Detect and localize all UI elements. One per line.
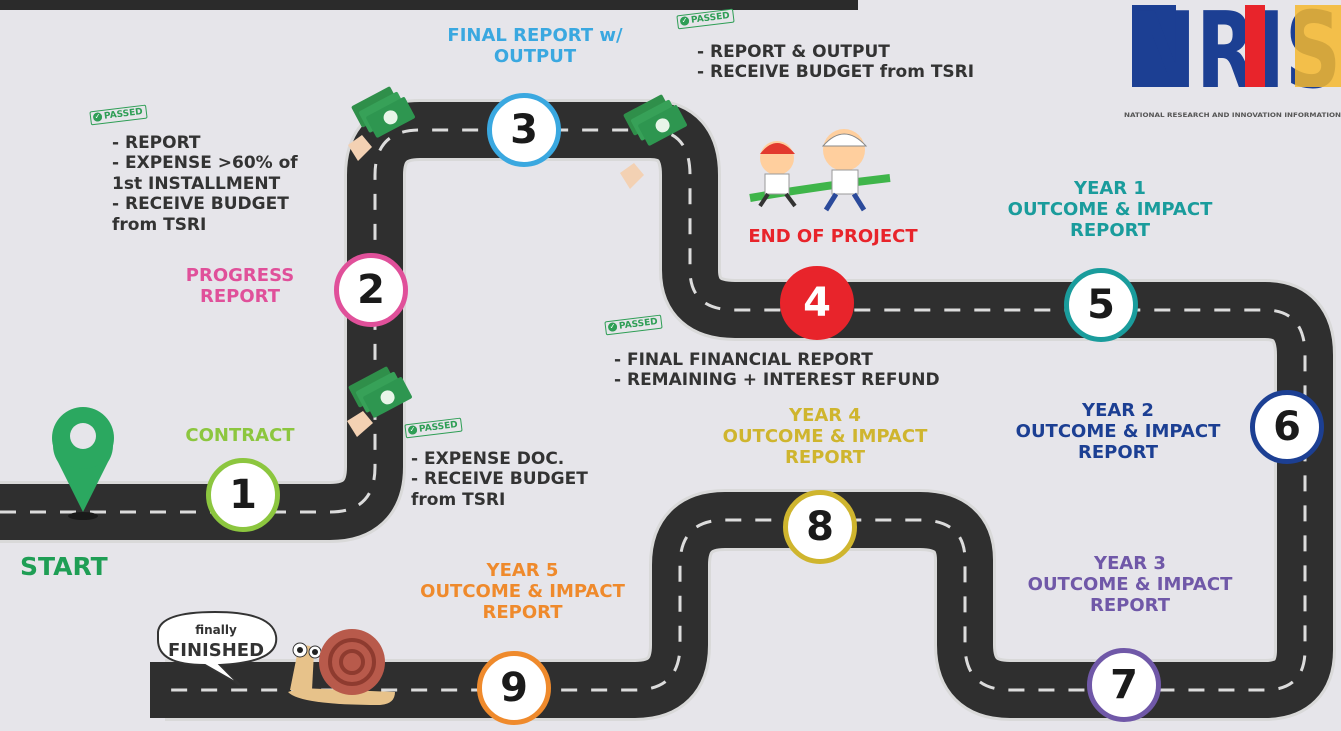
money-hand-icon [620,94,687,189]
money-hand-icon [347,366,412,437]
logo-subtitle: NATIONAL RESEARCH AND INNOVATION INFORMA… [1124,112,1341,119]
finished-bubble [157,610,278,686]
check-icon: ✓ [92,112,103,123]
milestone-node-8: 8 [783,490,857,564]
check-icon: ✓ [679,16,690,27]
milestone-title-1: CONTRACT [185,425,295,446]
milestone-node-3: 3 [487,93,561,167]
note-final-report: - REPORT & OUTPUT- RECEIVE BUDGET from T… [697,42,975,83]
milestone-node-9: 9 [477,651,551,725]
snail-icon [288,629,395,705]
milestone-node-6: 6 [1250,390,1324,464]
finished-line1: finally [195,623,237,637]
milestone-title-4: END OF PROJECT [748,226,918,247]
finish-line-kids-icon [749,129,891,212]
start-pin-icon [52,407,114,520]
milestone-node-1: 1 [206,458,280,532]
milestone-node-4: 4 [780,266,854,340]
check-icon: ✓ [607,322,618,333]
money-hand-icon [348,86,415,161]
note-end-project: - FINAL FINANCIAL REPORT - REMAINING + I… [614,350,940,391]
milestone-node-7: 7 [1087,648,1161,722]
milestone-title-3: FINAL REPORT w/OUTPUT [447,25,623,68]
check-icon: ✓ [407,425,418,436]
start-label: START [20,552,108,581]
finished-line2: FINISHED [168,640,264,661]
milestone-node-2: 2 [334,253,408,327]
road [0,99,1336,721]
top-bar [0,0,858,10]
nris-logo: NRIS [1131,0,1341,112]
milestone-node-5: 5 [1064,268,1138,342]
